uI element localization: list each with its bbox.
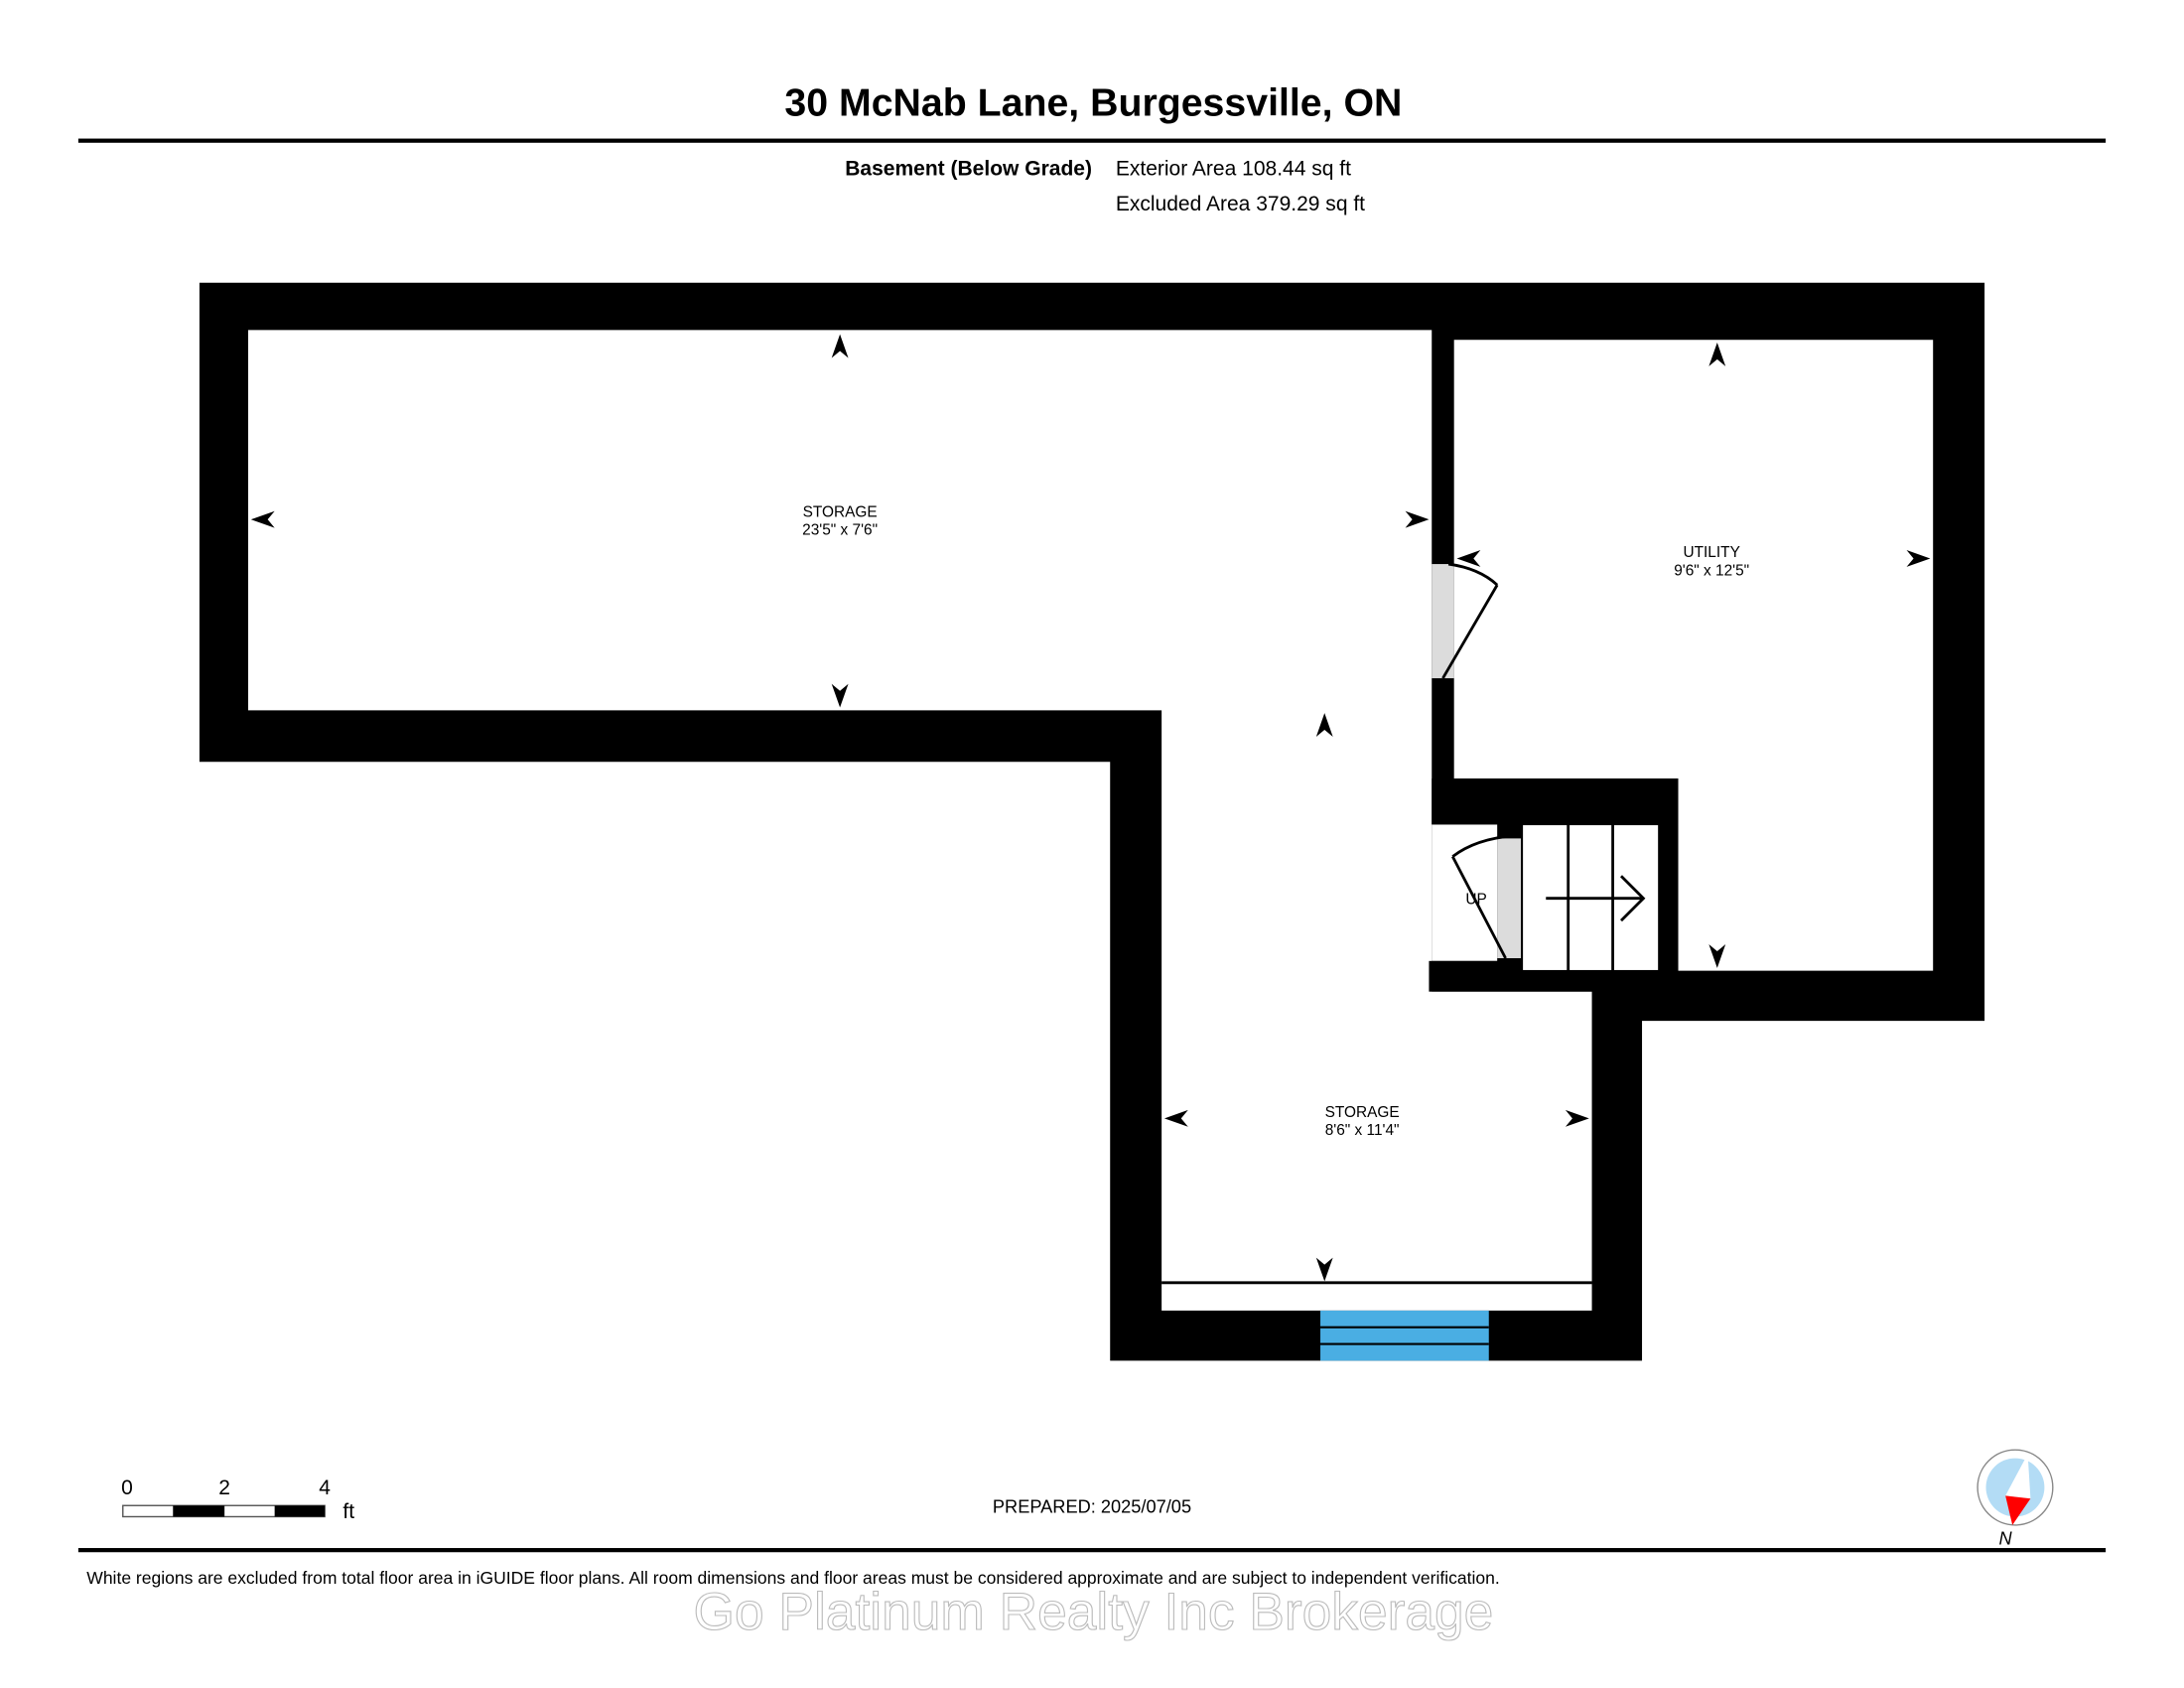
arrow-left-icon — [1456, 550, 1481, 567]
room-dimensions: 8'6" x 11'4" — [1325, 1122, 1400, 1139]
arrow-down-icon — [1315, 1257, 1333, 1282]
compass-north-label: N — [1999, 1528, 2013, 1549]
stairs-arrow-icon — [1546, 875, 1646, 922]
arrow-right-icon — [1906, 550, 1931, 567]
stairs — [1521, 823, 1660, 972]
scale-tick-label: 4 — [319, 1477, 331, 1499]
arrow-left-icon — [1163, 1109, 1188, 1127]
corridor-floor — [1432, 824, 1498, 961]
exterior-area: Exterior Area 108.44 sq ft — [1116, 158, 1351, 181]
scale-tick-label: 0 — [121, 1477, 133, 1499]
door-opening-utility — [1432, 564, 1454, 679]
dimension-arrows — [250, 334, 1931, 1282]
room-dimensions: 9'6" x 12'5" — [1674, 562, 1749, 579]
room-name: UTILITY — [1683, 544, 1739, 561]
utility-room-floor — [1453, 340, 1934, 971]
storage-room-1-floor — [248, 330, 1592, 1311]
compass-icon — [1977, 1449, 2054, 1526]
stair-wall-right — [1658, 824, 1679, 971]
footer-divider — [77, 1548, 2107, 1553]
footer-disclaimer: White regions are excluded from total fl… — [86, 1568, 1499, 1588]
header-divider — [77, 138, 2107, 143]
window — [1320, 1310, 1489, 1361]
scale-tick-label: 2 — [218, 1477, 230, 1499]
door-stairs[interactable] — [1451, 834, 1516, 959]
arrow-up-icon — [831, 334, 849, 358]
scale-unit: ft — [342, 1500, 354, 1523]
room-dimensions: 23'5" x 7'6" — [802, 522, 878, 539]
excluded-area: Excluded Area 379.29 sq ft — [1116, 193, 1365, 215]
floor-label: Basement (Below Grade) — [845, 158, 1092, 181]
stairs-up-label: UP — [1465, 891, 1486, 908]
arrow-down-icon — [1708, 943, 1726, 968]
arrow-up-icon — [1315, 713, 1333, 737]
page-title: 30 McNab Lane, Burgessville, ON — [784, 80, 1402, 124]
arrow-right-icon — [1565, 1109, 1589, 1127]
stair-wall-top — [1432, 778, 1679, 825]
arrow-left-icon — [250, 510, 275, 528]
door-utility[interactable] — [1441, 562, 1499, 679]
arrow-up-icon — [1708, 343, 1726, 366]
scale-bar: 0 2 4 ft — [121, 1477, 354, 1523]
watermark: Go Platinum Realty Inc Brokerage — [694, 1583, 1494, 1641]
door-opening-stairs — [1497, 838, 1522, 959]
room-name: STORAGE — [803, 503, 878, 520]
prepared-date: PREPARED: 2025/07/05 — [993, 1495, 1191, 1516]
arrow-down-icon — [831, 683, 849, 708]
arrow-right-icon — [1405, 510, 1430, 528]
room-name: STORAGE — [1325, 1104, 1400, 1121]
